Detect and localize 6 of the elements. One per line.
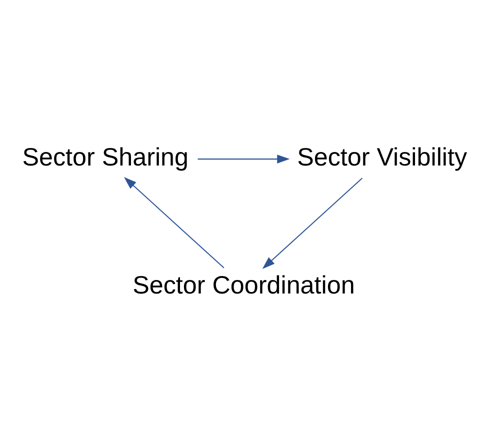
arrow — [198, 154, 290, 163]
node-text: Sector Sharing — [22, 143, 189, 172]
arrow — [124, 176, 224, 268]
arrow — [262, 177, 363, 268]
node-text: Sector Visibility — [297, 143, 468, 172]
node-text: Sector Coordination — [132, 270, 355, 299]
